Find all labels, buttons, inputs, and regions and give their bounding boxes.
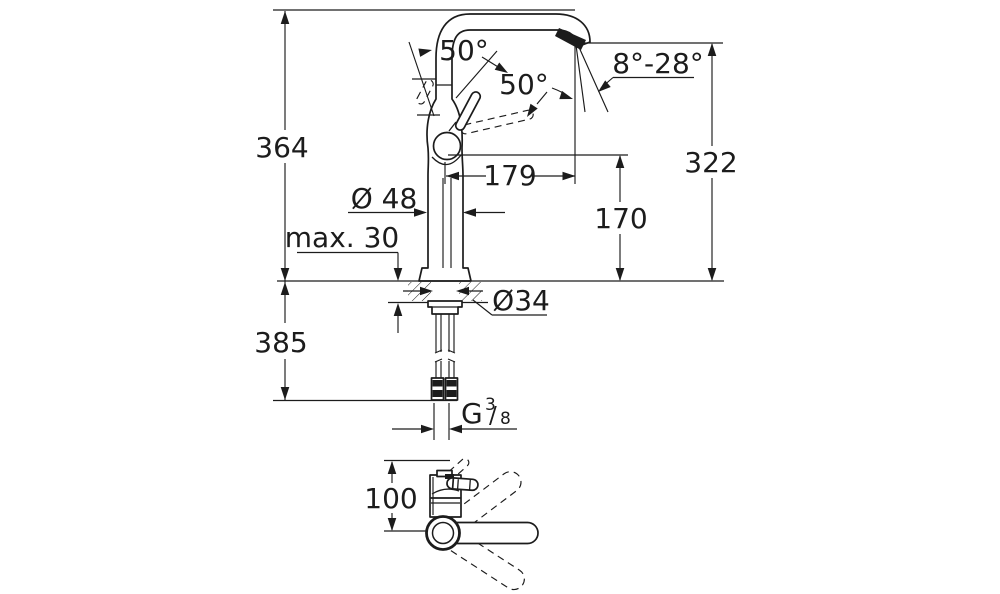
dim-total-height: 364 <box>255 11 309 281</box>
dim-stream-angle: 8°-28° <box>574 44 704 184</box>
side-elevation <box>388 13 591 401</box>
hose-break-marks <box>434 349 456 363</box>
dim-hole-diameter-label: Ø34 <box>492 284 550 317</box>
dim-thread: G 3 / 8 <box>392 395 517 440</box>
dim-below-counter-label: 385 <box>254 326 307 359</box>
thread-numerator: 3 <box>485 395 496 415</box>
dim-max-counter-thickness-label: max. 30 <box>285 221 399 254</box>
spout-base-inner-ring <box>431 521 455 545</box>
dim-lever-open-angle-label: 50° <box>439 34 489 67</box>
lever-hinge-top-view <box>436 469 453 478</box>
dim-handle-reach: 100 <box>364 459 450 532</box>
dim-lever-open-angle: 50° <box>408 34 511 117</box>
lever-solid <box>454 91 482 131</box>
thread-g-label: G <box>461 397 483 430</box>
dim-outlet-clearance-label: 170 <box>594 202 647 235</box>
dim-below-counter: 385 <box>254 281 308 400</box>
hoses-lower-segment <box>435 361 455 378</box>
dim-outlet-height-label: 322 <box>684 146 737 179</box>
thread-denominator: 8 <box>500 409 511 429</box>
riser-inner-lines <box>442 178 452 268</box>
lever-top-view <box>446 477 479 492</box>
cartridge-ball <box>432 131 462 161</box>
dim-outlet-clearance: 170 <box>448 154 648 281</box>
dim-body-diameter: Ø 48 <box>348 182 505 217</box>
dim-spout-reach: 179 <box>444 159 576 192</box>
thread-slash: / <box>489 403 497 429</box>
handle-collar-lines <box>412 78 452 116</box>
dim-outlet-height: 322 <box>584 42 738 281</box>
faucet-body-outline <box>418 13 591 282</box>
dim-lever-swing-angle-label: 50° <box>499 68 549 101</box>
dim-stream-angle-label: 8°-28° <box>612 47 704 80</box>
dim-body-diameter-label: Ø 48 <box>351 182 418 215</box>
dimension-annotations: 364 385 Ø 48 max. 30 Ø34 <box>254 9 738 532</box>
spout-outlet-cap <box>555 28 586 50</box>
spout-base-ring <box>425 515 461 551</box>
lever-dashed-left <box>416 79 434 105</box>
ball-housing-detail <box>431 121 462 166</box>
dim-total-height-label: 364 <box>255 131 308 164</box>
dim-handle-reach-label: 100 <box>364 482 417 515</box>
top-view <box>425 458 539 591</box>
hinge-pin <box>445 474 454 479</box>
dim-spout-reach-label: 179 <box>483 159 536 192</box>
dim-lever-swing-angle: 50° <box>499 68 575 120</box>
dim-hole-diameter: Ø34 <box>403 284 550 317</box>
dim-max-counter-thickness: max. 30 <box>285 221 403 333</box>
hoses-upper-segment <box>435 314 455 352</box>
dome-arc <box>431 488 460 495</box>
